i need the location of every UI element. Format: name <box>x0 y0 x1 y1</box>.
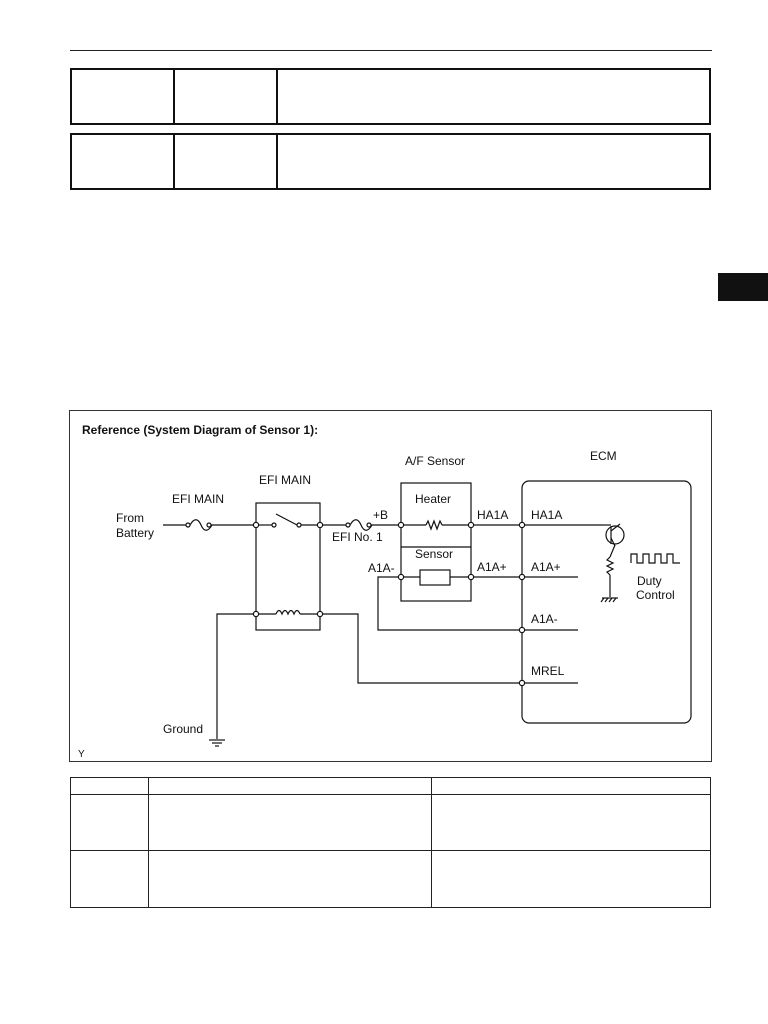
junction-dot <box>518 679 526 687</box>
table-cell <box>431 794 711 851</box>
label-a1a-minus-sensor: A1A- <box>368 561 395 575</box>
header-cell <box>431 777 711 795</box>
info-box-2-cell-2 <box>173 133 278 190</box>
junction-dot <box>518 521 526 529</box>
resistor-lead <box>609 544 616 558</box>
af-sensor-box <box>400 482 472 602</box>
junction-dot <box>252 521 260 529</box>
label-mrel: MREL <box>531 664 565 678</box>
efi-main-fuse-symbol <box>189 519 213 531</box>
label-a1a-plus-sensor: A1A+ <box>477 560 507 574</box>
label-af-sensor: A/F Sensor <box>405 454 465 468</box>
info-box-1-cell-2 <box>173 68 278 125</box>
label-ground: Ground <box>163 722 203 736</box>
junction-dot <box>518 626 526 634</box>
junction-dot <box>467 573 475 581</box>
reference-table <box>70 777 711 908</box>
table-row <box>70 850 711 908</box>
ecm-ground-hatch <box>612 597 617 603</box>
label-battery: Battery <box>116 526 154 540</box>
diagram-corner-mark: Y <box>78 749 85 760</box>
label-control: Control <box>636 588 675 602</box>
label-efi-main-relay: EFI MAIN <box>259 473 311 487</box>
label-a1a-minus-ecm: A1A- <box>531 612 558 626</box>
transistor-symbol <box>605 525 625 545</box>
info-box-1 <box>70 68 711 125</box>
fuse-terminal <box>206 522 212 528</box>
label-ecm: ECM <box>590 449 617 463</box>
header-cell <box>70 777 149 795</box>
table-cell <box>431 850 711 908</box>
fuse-terminal <box>366 522 372 528</box>
junction-dot <box>467 521 475 529</box>
relay-switch-contact <box>275 513 298 526</box>
junction-dot <box>252 610 260 618</box>
ecm-ground-hatch <box>608 597 613 603</box>
label-sensor: Sensor <box>415 547 453 561</box>
table-cell <box>70 794 149 851</box>
table-cell <box>148 794 432 851</box>
relay-contact-terminal <box>296 522 302 528</box>
table-cell <box>70 850 149 908</box>
fuse-terminal <box>345 522 351 528</box>
wire-a1a-minus <box>377 576 522 631</box>
relay-coil-symbol <box>275 609 301 616</box>
ecm-resistor-symbol <box>605 556 615 576</box>
info-box-2-cell-3 <box>276 133 711 190</box>
ecm-box <box>521 480 692 724</box>
sensor-element-symbol <box>419 569 451 586</box>
ecm-ground-hatch <box>604 597 609 603</box>
label-ha1a-sensor: HA1A <box>477 508 508 522</box>
system-diagram-svg: Reference (System Diagram of Sensor 1): … <box>78 423 692 760</box>
efi-no1-fuse-symbol <box>349 519 373 531</box>
table-row <box>70 794 711 851</box>
junction-dot <box>518 573 526 581</box>
label-efi-main-fuse: EFI MAIN <box>172 492 224 506</box>
relay-contact-terminal <box>271 522 277 528</box>
efi-main-relay-box <box>255 502 321 631</box>
transistor-emitter <box>610 537 616 547</box>
info-box-1-cell-3 <box>276 68 711 125</box>
system-diagram: Reference (System Diagram of Sensor 1): … <box>69 410 712 762</box>
label-a1a-plus-ecm: A1A+ <box>531 560 561 574</box>
transistor-collector <box>610 523 621 532</box>
table-cell <box>148 850 432 908</box>
section-tab <box>718 273 768 301</box>
header-cell <box>148 777 432 795</box>
info-box-2 <box>70 133 711 190</box>
label-plus-b: +B <box>373 508 388 522</box>
label-heater: Heater <box>415 492 451 506</box>
info-box-1-cell-1 <box>70 68 175 125</box>
diagram-title: Reference (System Diagram of Sensor 1): <box>82 423 318 437</box>
wire-mrel <box>320 613 522 684</box>
label-from: From <box>116 511 144 525</box>
label-duty: Duty <box>637 574 662 588</box>
junction-dot <box>397 521 405 529</box>
header-rule <box>70 50 712 51</box>
ecm-ground-hatch <box>600 597 605 603</box>
info-box-2-cell-1 <box>70 133 175 190</box>
heater-resistor-symbol <box>425 519 443 531</box>
label-ha1a-ecm: HA1A <box>531 508 562 522</box>
wire-ground <box>216 613 256 739</box>
reference-table-header <box>70 777 711 795</box>
fuse-terminal <box>185 522 191 528</box>
duty-waveform-icon <box>630 553 680 564</box>
junction-dot <box>316 610 324 618</box>
junction-dot <box>316 521 324 529</box>
junction-dot <box>397 573 405 581</box>
label-efi-no1: EFI No. 1 <box>332 530 383 544</box>
